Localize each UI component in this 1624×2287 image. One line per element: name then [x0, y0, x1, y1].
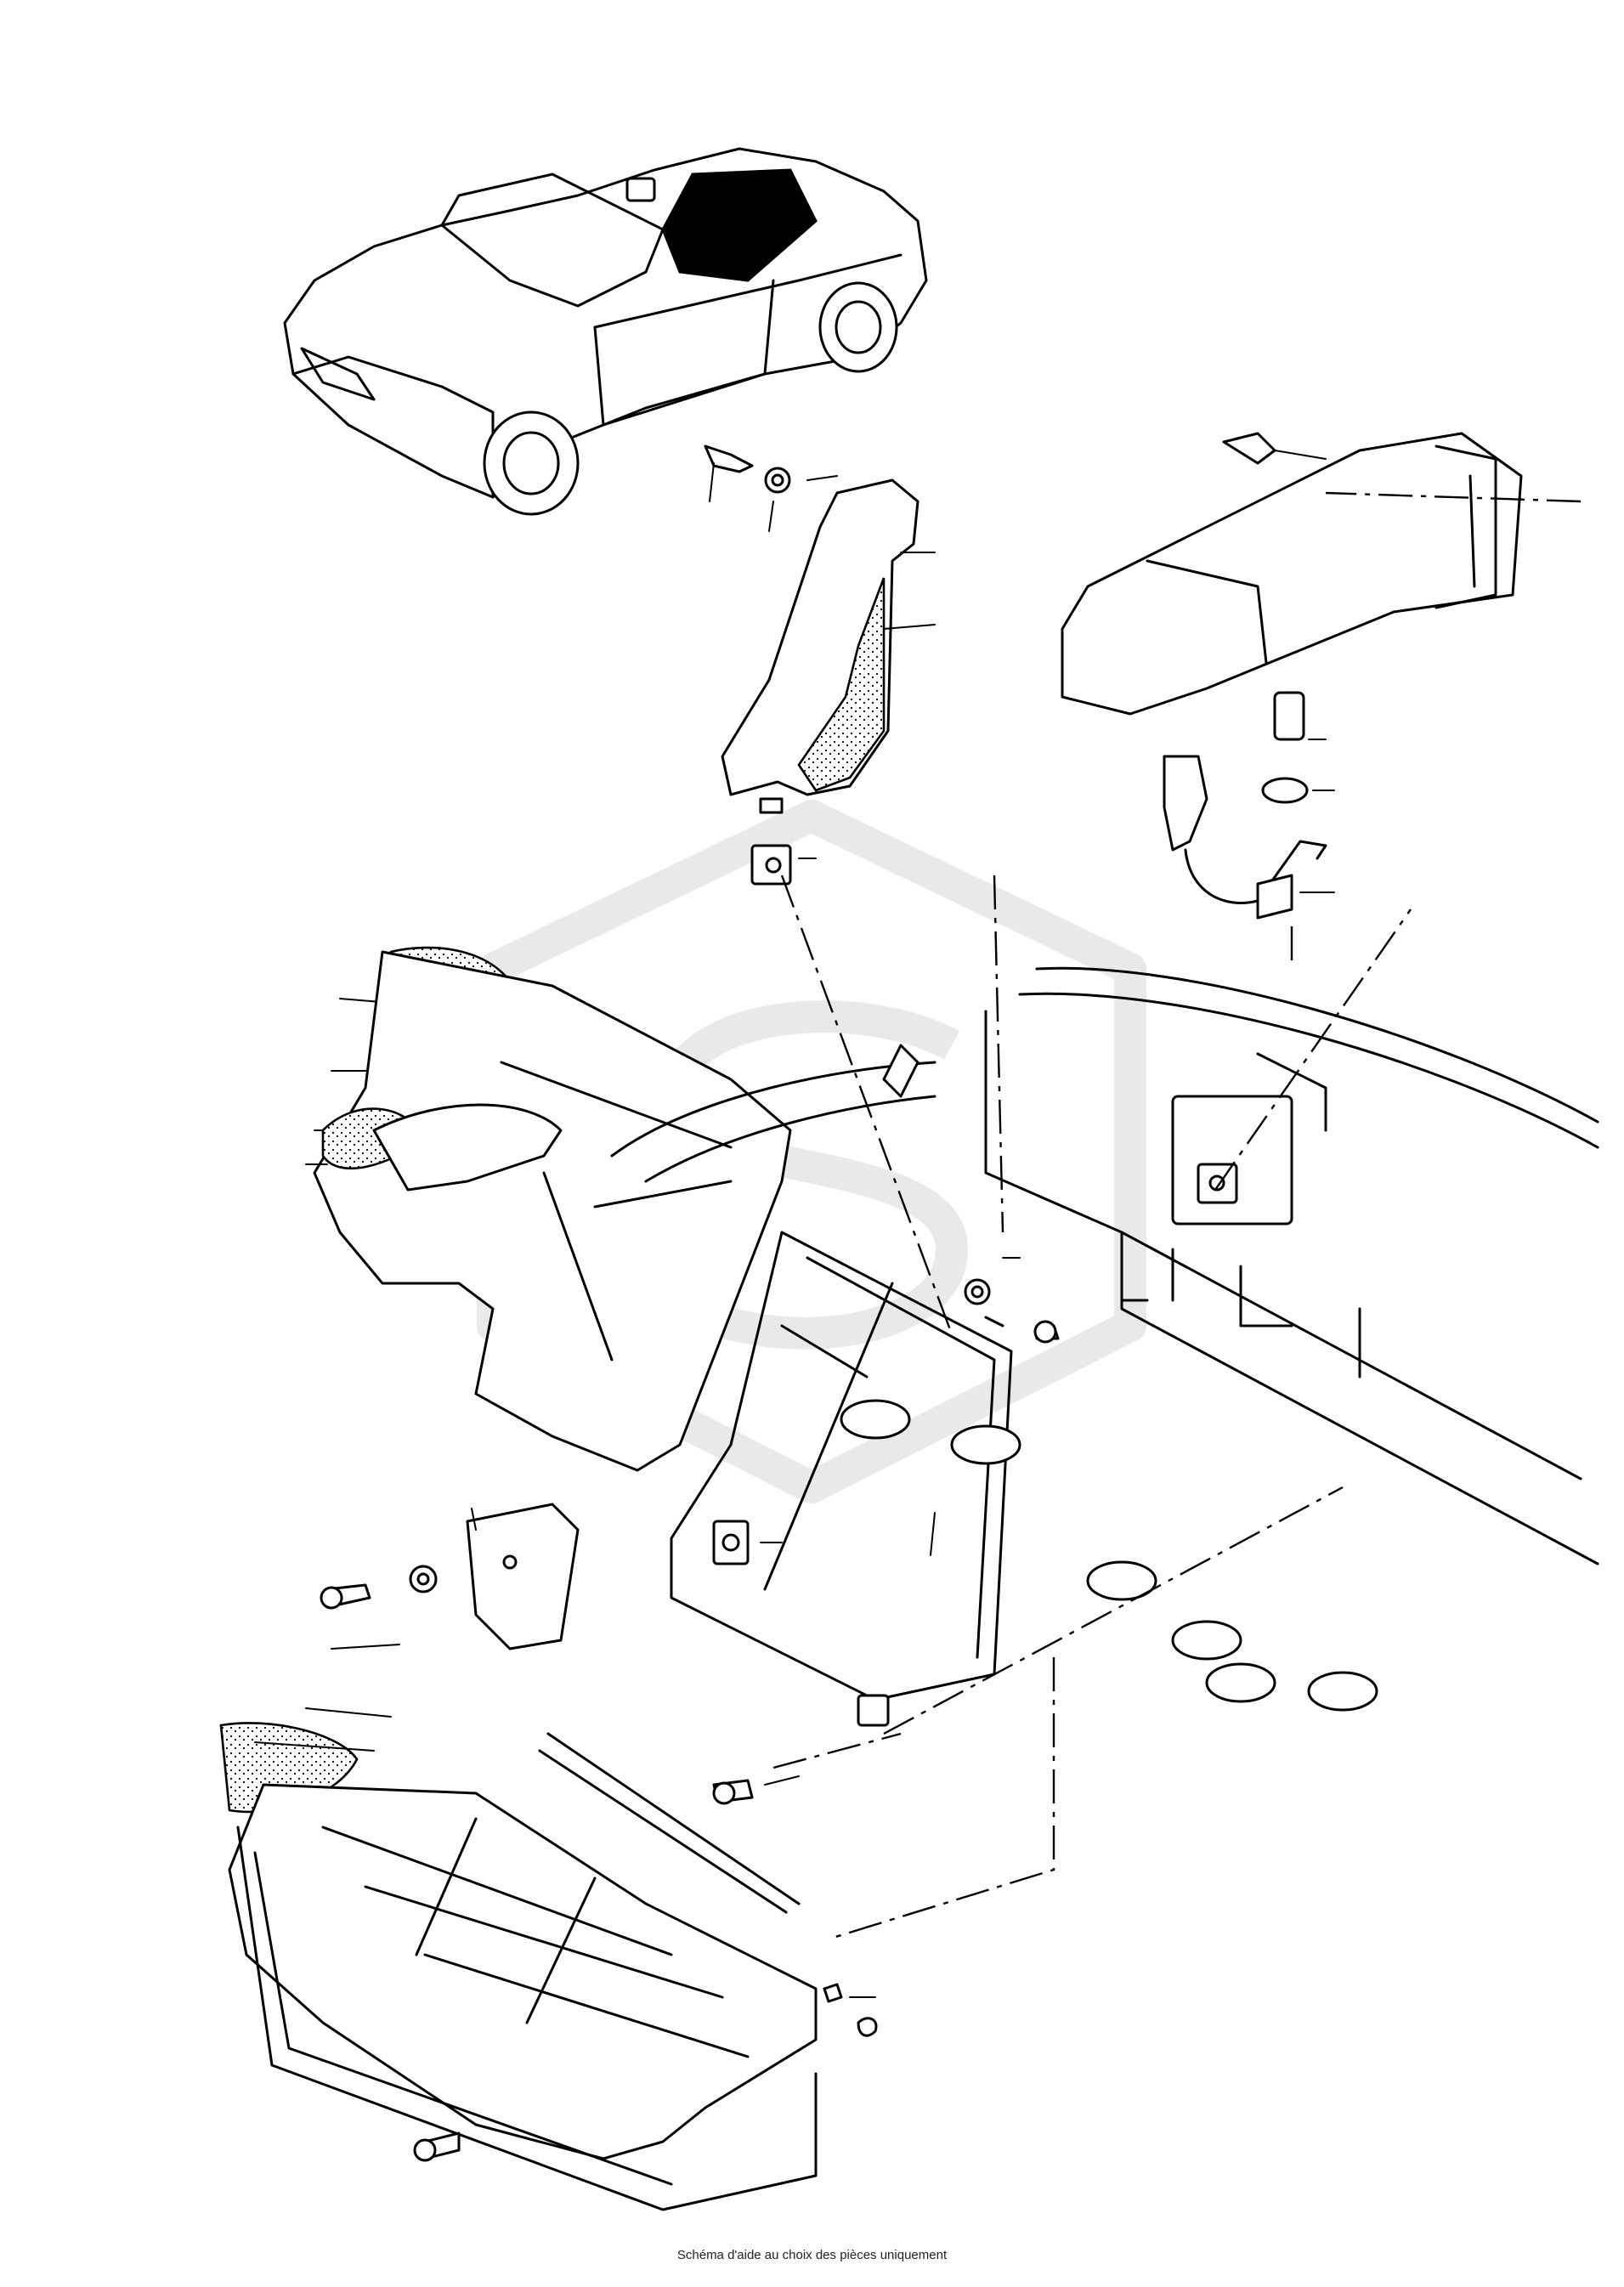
pillar-trim-assembly — [704, 444, 936, 886]
seat-cushion-assembly — [219, 1644, 878, 2211]
rear-seat-area-highlight — [661, 168, 818, 282]
seat-frame — [320, 1231, 1013, 1727]
convertible-car-icon — [283, 147, 928, 516]
seat-belt-cover-assembly — [1061, 432, 1523, 920]
leader-lines — [772, 491, 1582, 1939]
body-floor-panel — [610, 966, 1599, 1712]
seat-back-assembly — [305, 946, 792, 1472]
footer-caption: Schéma d'aide au choix des pièces unique… — [676, 2248, 948, 2262]
